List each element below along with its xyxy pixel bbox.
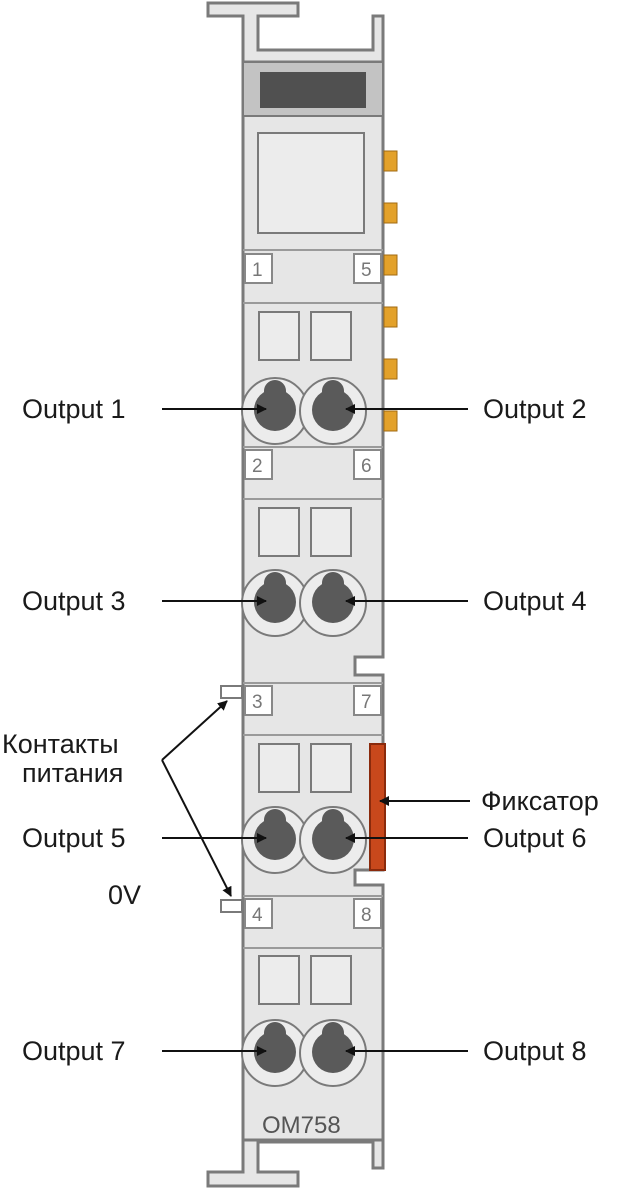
release-slots: [258, 311, 352, 1005]
terminal-wire-entry: [312, 389, 354, 431]
led-indicator: [383, 150, 398, 172]
channel-number-2: 2: [252, 456, 263, 477]
led-strip: [383, 150, 398, 432]
channel-number-3: 3: [252, 692, 263, 713]
terminal-pair: [241, 1019, 367, 1087]
power-contact-top: [220, 685, 243, 699]
label-power-contacts-line1: Контакты: [2, 729, 119, 759]
led-indicator: [383, 202, 398, 224]
divider-lines: [243, 249, 383, 949]
label-zero-v: 0V: [108, 880, 141, 910]
led-window: [257, 132, 365, 234]
led-indicator: [383, 254, 398, 276]
terminal-pair: [241, 377, 367, 445]
label-output-2: Output 2: [483, 394, 587, 424]
terminal-wire-entry: [254, 581, 296, 623]
terminal-pair: [241, 569, 367, 637]
label-output-1: Output 1: [22, 394, 126, 424]
label-output-5: Output 5: [22, 823, 126, 853]
label-latch: Фиксатор: [481, 786, 599, 816]
channel-number-6: 6: [361, 456, 372, 477]
bottom-rail-clip: [206, 1138, 385, 1188]
terminal-wire-entry: [254, 1031, 296, 1073]
terminal-wire-entry: [312, 581, 354, 623]
label-output-3: Output 3: [22, 586, 126, 616]
terminal-groups: [241, 377, 367, 1087]
channel-number-5: 5: [361, 260, 372, 281]
label-output-4: Output 4: [483, 586, 587, 616]
terminal-wire-entry: [312, 818, 354, 860]
channel-number-boxes: [244, 253, 382, 929]
callout-arrows: [161, 404, 470, 1056]
channel-number-4: 4: [252, 905, 263, 926]
channel-number-7: 7: [361, 692, 372, 713]
led-indicator: [383, 410, 398, 432]
label-output-6: Output 6: [483, 823, 587, 853]
terminal-pair: [241, 806, 367, 874]
label-power-contacts-line2: питания: [22, 758, 123, 788]
arrow-power-contact-bottom: [161, 759, 232, 897]
label-output-8: Output 8: [483, 1036, 587, 1066]
led-indicator: [383, 306, 398, 328]
terminal-wire-entry: [254, 818, 296, 860]
latch-bar: [369, 743, 386, 871]
arrow-power-contact-top: [161, 700, 228, 761]
marker-window: [260, 72, 366, 108]
led-indicator: [383, 358, 398, 380]
label-output-7: Output 7: [22, 1036, 126, 1066]
top-rail-clip: [206, 1, 385, 64]
terminal-wire-entry: [312, 1031, 354, 1073]
terminal-wire-entry: [254, 389, 296, 431]
model-label: OM758: [262, 1112, 341, 1139]
channel-number-8: 8: [361, 905, 372, 926]
channel-number-1: 1: [252, 260, 263, 281]
power-contact-bottom: [220, 899, 243, 913]
